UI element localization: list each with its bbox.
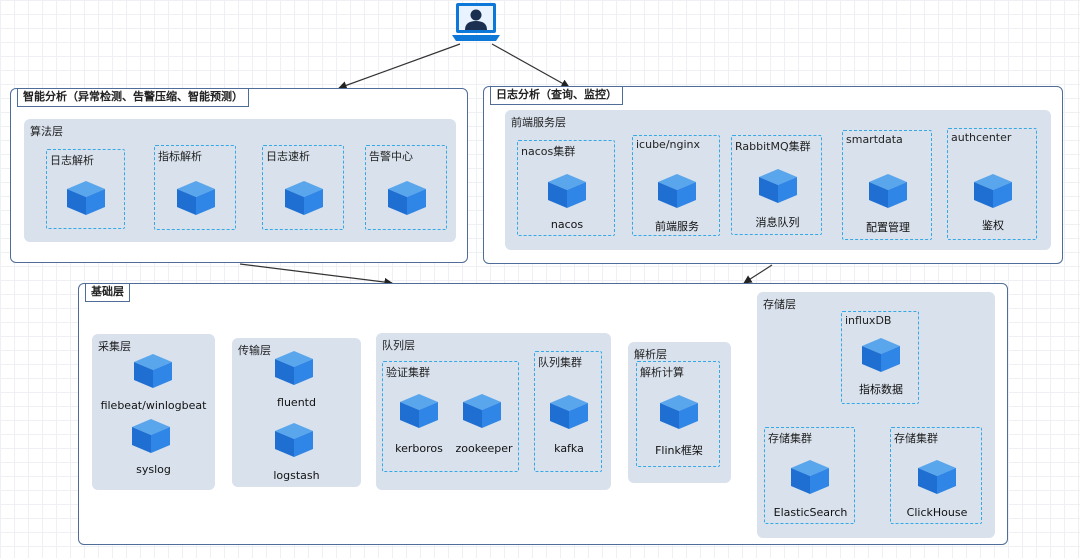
cube-icon	[463, 394, 501, 428]
config-management-label: 配置管理	[866, 221, 910, 234]
log-analysis-panel: 日志分析（查询、监控） 前端服务层 nacos集群 nacos icube/ng…	[483, 86, 1063, 264]
message-queue-label: 消息队列	[755, 216, 800, 229]
auth-label: 鉴权	[982, 219, 1004, 232]
icube-nginx-box: icube/nginx 前端服务	[632, 135, 720, 236]
cube-icon	[285, 181, 323, 215]
cube-icon	[177, 181, 215, 215]
icube-nginx-title: icube/nginx	[636, 138, 701, 151]
smart-analysis-title: 智能分析（异常检测、告警压缩、智能预测）	[17, 88, 249, 107]
cube-icon	[759, 169, 797, 203]
user-icon	[450, 1, 502, 45]
elasticsearch-label: ElasticSearch	[773, 506, 848, 519]
nacos-cluster-title: nacos集群	[521, 145, 576, 158]
ch-storage-cluster-title: 存储集群	[894, 432, 938, 445]
log-quick-parse-label: 日志速析	[266, 150, 310, 163]
logstash-label: logstash	[273, 469, 320, 482]
log-to-base-arrow	[743, 264, 773, 284]
cube-icon	[660, 395, 698, 429]
nacos-label: nacos	[550, 218, 584, 231]
transport-layer-title: 传输层	[238, 344, 271, 357]
rabbitmq-cluster-box: RabbitMQ集群 消息队列	[731, 135, 822, 235]
queue-cluster-box: 队列集群 kafka	[534, 351, 602, 472]
cube-icon	[658, 174, 696, 208]
authcenter-title: authcenter	[951, 131, 1012, 144]
frontend-service-label: 前端服务	[655, 220, 699, 233]
filebeat-label: filebeat/winlogbeat	[100, 399, 207, 412]
rabbitmq-cluster-title: RabbitMQ集群	[735, 140, 811, 153]
clickhouse-label: ClickHouse	[906, 506, 968, 519]
cube-icon	[275, 423, 313, 457]
parse-layer-title: 解析层	[634, 348, 667, 361]
syslog-label: syslog	[136, 463, 171, 476]
user-to-log-arrow	[491, 43, 570, 88]
metric-parse-box: 指标解析	[154, 145, 236, 230]
log-parse-box: 日志解析	[46, 149, 125, 229]
log-parse-label: 日志解析	[50, 154, 94, 167]
cube-icon	[862, 338, 900, 372]
queue-layer: 队列层 验证集群 kerboros zookeeper 队列集群 kafka	[376, 333, 611, 490]
collect-layer-title: 采集层	[98, 340, 131, 353]
frontend-service-layer: 前端服务层 nacos集群 nacos icube/nginx 前端服务 Rab…	[505, 110, 1051, 250]
metric-parse-label: 指标解析	[158, 150, 202, 163]
user-to-smart-arrow	[338, 43, 461, 90]
cube-icon	[132, 419, 170, 453]
flink-label: Flink框架	[655, 444, 703, 457]
alert-center-label: 告警中心	[369, 150, 413, 163]
log-quick-parse-box: 日志速析	[262, 145, 344, 230]
alert-center-box: 告警中心	[365, 145, 447, 230]
cube-icon	[388, 181, 426, 215]
cube-icon	[275, 351, 313, 385]
cube-icon	[550, 395, 588, 429]
base-layer-title: 基础层	[85, 283, 130, 302]
influxdb-box: influxDB 指标数据	[841, 311, 919, 404]
metric-data-label: 指标数据	[859, 383, 903, 396]
algorithm-layer-title: 算法层	[30, 125, 63, 138]
smart-analysis-panel: 智能分析（异常检测、告警压缩、智能预测） 算法层 日志解析 指标解析 日志速析 …	[10, 88, 468, 263]
smart-to-base-arrow	[239, 263, 393, 287]
fluentd-label: fluentd	[277, 396, 316, 409]
kerboros-label: kerboros	[395, 442, 443, 455]
algorithm-layer: 算法层 日志解析 指标解析 日志速析 告警中心	[24, 119, 456, 242]
collect-layer: 采集层 filebeat/winlogbeat syslog	[92, 334, 215, 490]
log-analysis-title: 日志分析（查询、监控）	[490, 86, 623, 105]
cube-icon	[974, 174, 1012, 208]
smartdata-box: smartdata 配置管理	[842, 130, 932, 240]
cube-icon	[791, 460, 829, 494]
kafka-label: kafka	[554, 442, 584, 455]
frontend-service-layer-title: 前端服务层	[511, 116, 566, 129]
influxdb-title: influxDB	[845, 314, 892, 327]
storage-layer-title: 存储层	[763, 298, 796, 311]
queue-layer-title: 队列层	[382, 339, 415, 352]
zookeeper-label: zookeeper	[455, 442, 513, 455]
cube-icon	[869, 174, 907, 208]
auth-cluster-box: 验证集群 kerboros zookeeper	[382, 361, 519, 472]
cube-icon	[548, 174, 586, 208]
ch-storage-cluster-box: 存储集群 ClickHouse	[890, 427, 982, 524]
auth-cluster-title: 验证集群	[386, 366, 430, 379]
cube-icon	[67, 181, 105, 215]
cube-icon	[918, 460, 956, 494]
authcenter-box: authcenter 鉴权	[947, 128, 1037, 240]
queue-cluster-title: 队列集群	[538, 356, 582, 369]
parse-layer: 解析层 解析计算 Flink框架	[628, 342, 731, 483]
cube-icon	[400, 394, 438, 428]
es-storage-cluster-title: 存储集群	[768, 432, 812, 445]
es-storage-cluster-box: 存储集群 ElasticSearch	[764, 427, 855, 524]
storage-layer: 存储层 influxDB 指标数据 存储集群 ElasticSearch 存储集…	[757, 292, 995, 538]
parse-compute-box: 解析计算 Flink框架	[636, 361, 720, 467]
parse-compute-title: 解析计算	[640, 366, 684, 379]
transport-layer: 传输层 fluentd logstash	[232, 338, 361, 487]
cube-icon	[134, 354, 172, 388]
nacos-cluster-box: nacos集群 nacos	[517, 140, 615, 236]
smartdata-title: smartdata	[846, 133, 903, 146]
